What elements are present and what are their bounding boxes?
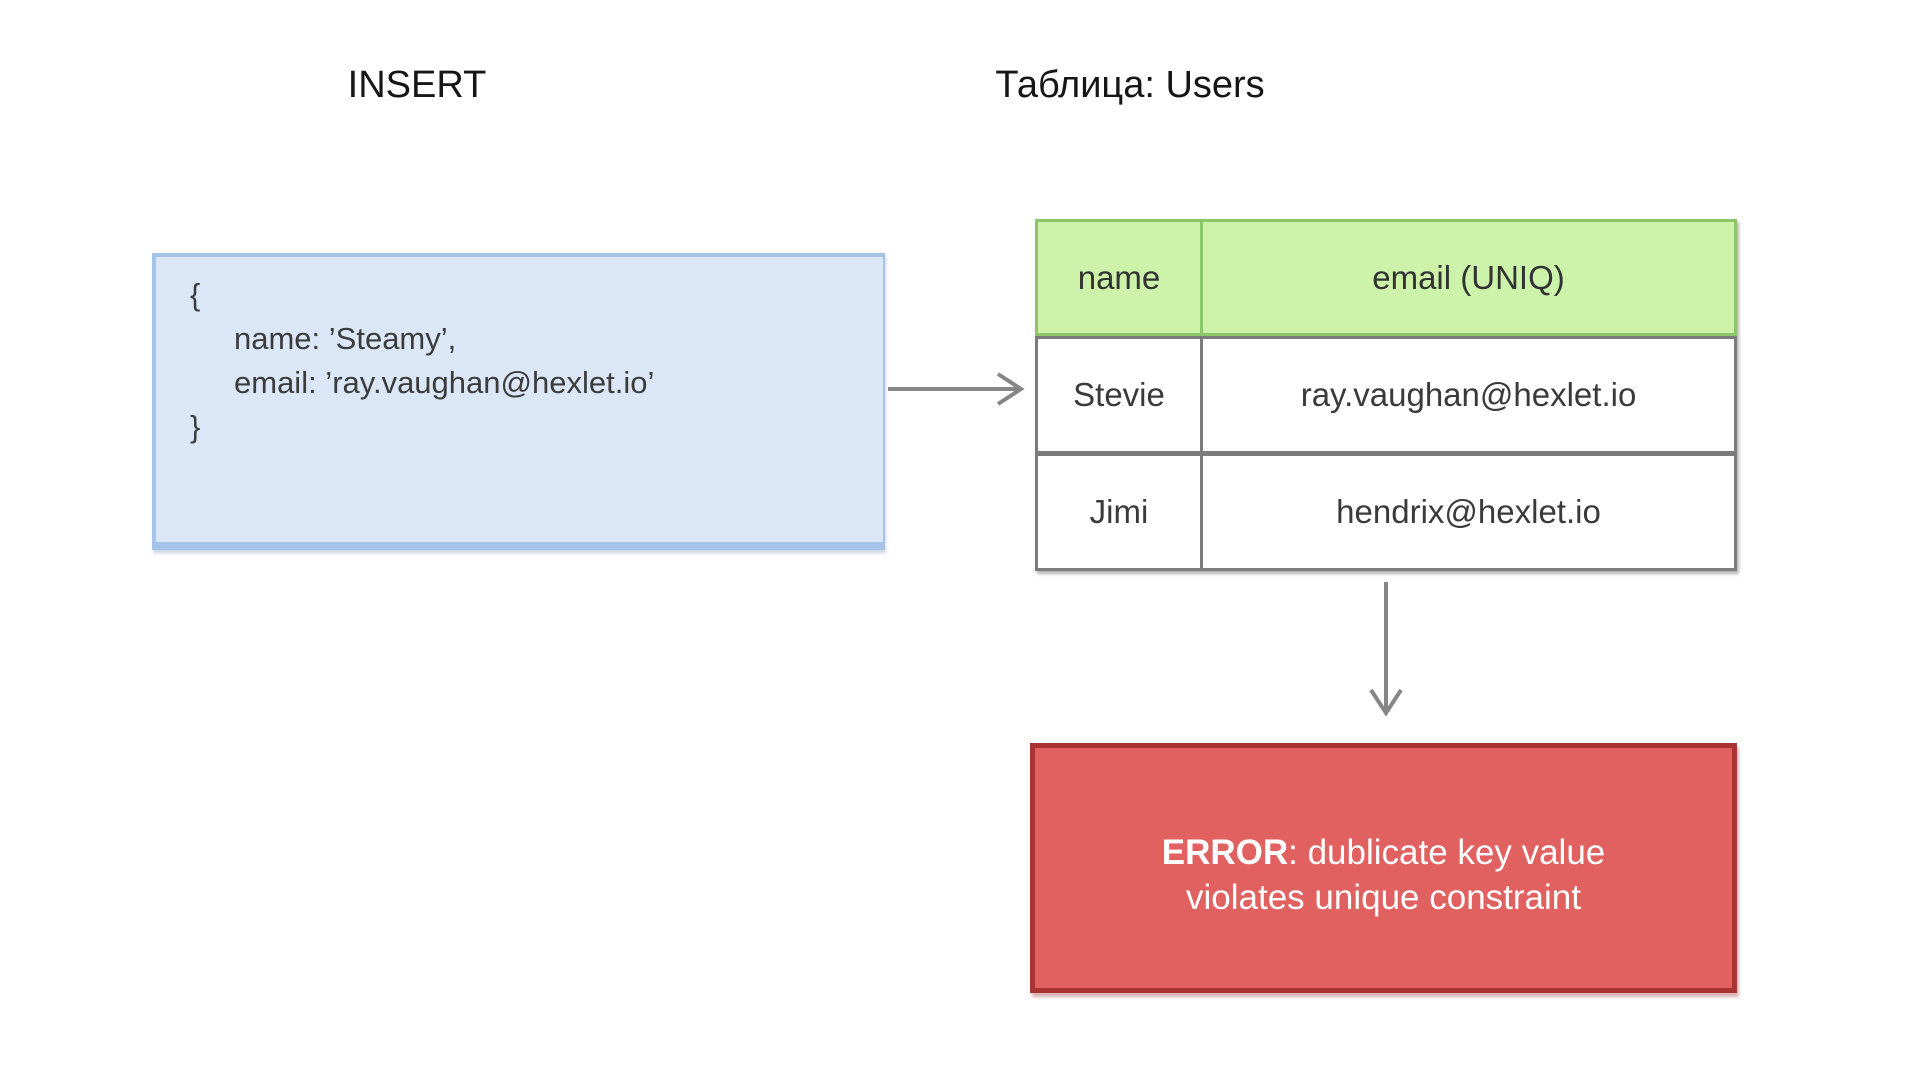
table-title: Таблица: Users bbox=[995, 64, 1265, 106]
code-name-line: name: ’Steamy’, bbox=[234, 321, 457, 356]
column-header-name: name bbox=[1038, 222, 1203, 333]
users-table: name email (UNIQ) Stevie ray.vaughan@hex… bbox=[1035, 219, 1737, 571]
table-row: Jimi hendrix@hexlet.io bbox=[1035, 453, 1737, 571]
column-header-email: email (UNIQ) bbox=[1372, 258, 1565, 296]
code-close-brace: } bbox=[190, 409, 201, 444]
insert-code-box: { name: ’Steamy’, email: ’ray.vaughan@he… bbox=[152, 253, 885, 550]
cell-email: hendrix@hexlet.io bbox=[1336, 493, 1601, 530]
table-row: Stevie ray.vaughan@hexlet.io bbox=[1035, 336, 1737, 454]
error-line-1-rest: : dublicate key value bbox=[1288, 833, 1606, 872]
error-line-1: ERROR: dublicate key value bbox=[1162, 830, 1606, 875]
table-header-row: name email (UNIQ) bbox=[1035, 219, 1737, 336]
insert-title: INSERT bbox=[347, 64, 487, 106]
error-label: ERROR bbox=[1161, 833, 1289, 872]
code-open-brace: { bbox=[190, 277, 201, 312]
error-box: ERROR: dublicate key value violates uniq… bbox=[1030, 743, 1737, 993]
error-message: ERROR: dublicate key value violates uniq… bbox=[1162, 816, 1606, 920]
cell-email: ray.vaughan@hexlet.io bbox=[1300, 376, 1637, 413]
cell-name: Jimi bbox=[1038, 456, 1203, 568]
code-email-line: email: ’ray.vaughan@hexlet.io’ bbox=[234, 365, 655, 400]
arrow-right-icon bbox=[888, 372, 1025, 406]
error-line-2: violates unique constraint bbox=[1186, 878, 1581, 917]
arrow-down-icon bbox=[1369, 582, 1403, 717]
cell-name: Stevie bbox=[1038, 339, 1203, 451]
